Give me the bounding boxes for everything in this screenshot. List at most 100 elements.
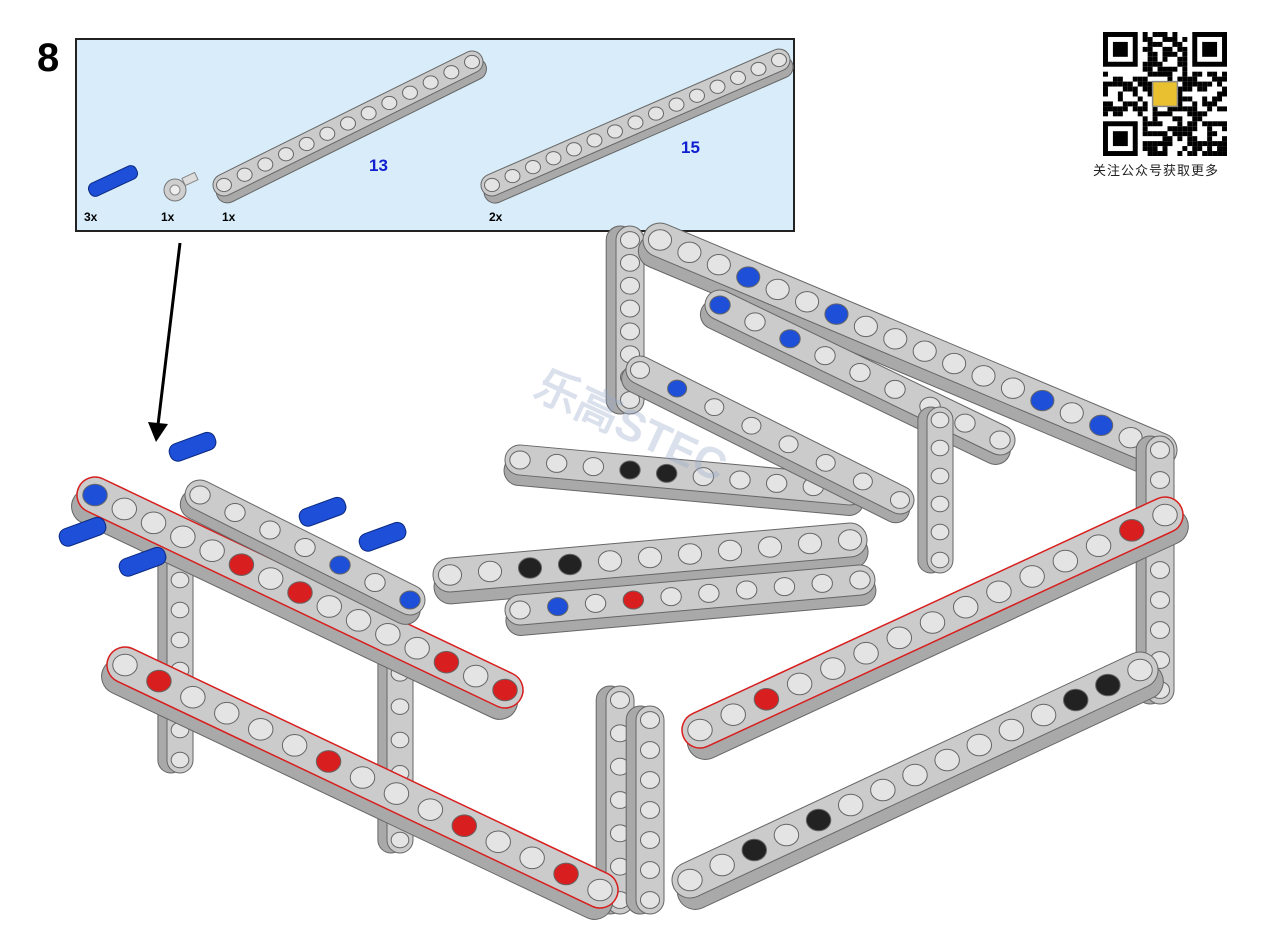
pin bbox=[315, 750, 342, 773]
beam-hole bbox=[883, 328, 908, 350]
blue-axle-pin-part bbox=[87, 165, 139, 197]
beam-hole bbox=[886, 626, 913, 650]
pin bbox=[619, 460, 641, 480]
beam-hole bbox=[345, 609, 372, 632]
beam-hole bbox=[236, 167, 253, 182]
beam-hole bbox=[1019, 565, 1045, 588]
pin bbox=[517, 557, 543, 579]
beam-hole bbox=[735, 580, 758, 600]
beam-hole bbox=[417, 798, 444, 821]
quantity-beam-15: 2x bbox=[489, 210, 503, 224]
beam-hole bbox=[509, 450, 531, 470]
beam-hole bbox=[170, 631, 190, 649]
beam-hole bbox=[619, 322, 641, 341]
beam-hole bbox=[797, 532, 823, 555]
beam-hole bbox=[853, 641, 879, 665]
beam bbox=[504, 564, 877, 636]
beam-hole bbox=[954, 413, 976, 433]
beam-hole bbox=[778, 435, 799, 454]
beam-hole bbox=[509, 600, 531, 620]
beam-hole bbox=[689, 88, 705, 103]
beam-hole bbox=[811, 573, 833, 593]
beam-hole bbox=[1149, 441, 1171, 459]
beam-hole bbox=[720, 703, 746, 726]
pin bbox=[329, 555, 351, 575]
beam-hole bbox=[765, 278, 790, 301]
beam-hole bbox=[677, 241, 702, 264]
beam-hole bbox=[390, 831, 410, 849]
beam-hole bbox=[170, 601, 190, 619]
beam-hole bbox=[390, 698, 410, 715]
beam-hole bbox=[852, 472, 873, 491]
beam-hole bbox=[971, 365, 996, 387]
beam-hole bbox=[1118, 426, 1143, 449]
parts-illustrations bbox=[87, 48, 794, 204]
pin bbox=[1089, 414, 1114, 436]
beam-13-part bbox=[212, 50, 487, 204]
beam bbox=[917, 406, 954, 574]
pin bbox=[146, 669, 172, 693]
beam-hole bbox=[677, 868, 703, 892]
beam-hole bbox=[986, 580, 1012, 604]
beam-hole bbox=[989, 430, 1011, 450]
beam-hole bbox=[853, 315, 878, 338]
beam-hole bbox=[930, 523, 950, 541]
pin bbox=[622, 590, 645, 610]
beam bbox=[637, 222, 1178, 479]
beam-hole bbox=[692, 467, 715, 487]
beam-hole bbox=[247, 717, 274, 741]
beam-hole bbox=[281, 734, 308, 757]
beam-hole bbox=[1085, 534, 1112, 558]
beam-hole bbox=[170, 525, 196, 549]
beam-hole bbox=[140, 511, 167, 535]
beam-hole bbox=[639, 741, 661, 759]
beam bbox=[101, 646, 619, 920]
blue-pin bbox=[358, 521, 407, 552]
beam-hole bbox=[698, 583, 720, 603]
beam-hole bbox=[794, 291, 820, 313]
beam-hole bbox=[639, 771, 661, 789]
beam-hole bbox=[484, 177, 500, 193]
blue-pin bbox=[58, 516, 107, 547]
beam-hole bbox=[837, 529, 863, 551]
beam-hole bbox=[278, 147, 294, 162]
parts-list-callout: 3x 1x 1x 2x 13 15 bbox=[75, 38, 795, 232]
beam-hole bbox=[390, 731, 410, 749]
beam bbox=[681, 496, 1189, 760]
beam-hole bbox=[765, 473, 788, 493]
pin bbox=[399, 590, 421, 610]
beam-hole bbox=[437, 564, 463, 586]
beam-hole bbox=[757, 536, 783, 558]
beam-hole bbox=[464, 54, 480, 70]
grey-axle-connector-part bbox=[163, 171, 199, 202]
pin bbox=[805, 808, 832, 832]
beam-hole bbox=[820, 657, 846, 680]
pin bbox=[228, 553, 255, 576]
beam bbox=[179, 479, 426, 625]
beam bbox=[605, 225, 645, 415]
beam-hole bbox=[815, 453, 836, 472]
beam-hole bbox=[519, 846, 545, 870]
qr-logo-icon bbox=[1151, 80, 1179, 108]
beam-hole bbox=[111, 497, 138, 521]
beam-hole bbox=[912, 340, 937, 362]
beam-hole bbox=[584, 593, 607, 613]
beam-hole bbox=[259, 520, 281, 540]
beam-hole bbox=[340, 116, 356, 131]
beam-hole bbox=[741, 416, 762, 435]
pin bbox=[741, 838, 768, 862]
arrow-head-icon bbox=[148, 422, 168, 442]
beam-hole bbox=[884, 379, 906, 399]
beam-hole bbox=[639, 831, 661, 849]
pin bbox=[824, 303, 849, 325]
beam-hole bbox=[668, 97, 685, 112]
beam-hole bbox=[545, 151, 562, 166]
beam-hole bbox=[319, 126, 336, 141]
beam-hole bbox=[170, 571, 190, 589]
beam-hole bbox=[902, 763, 928, 787]
beam-hole bbox=[383, 782, 410, 805]
beam-hole bbox=[360, 106, 377, 121]
beam-hole bbox=[189, 485, 211, 505]
beam-hole bbox=[619, 276, 641, 295]
